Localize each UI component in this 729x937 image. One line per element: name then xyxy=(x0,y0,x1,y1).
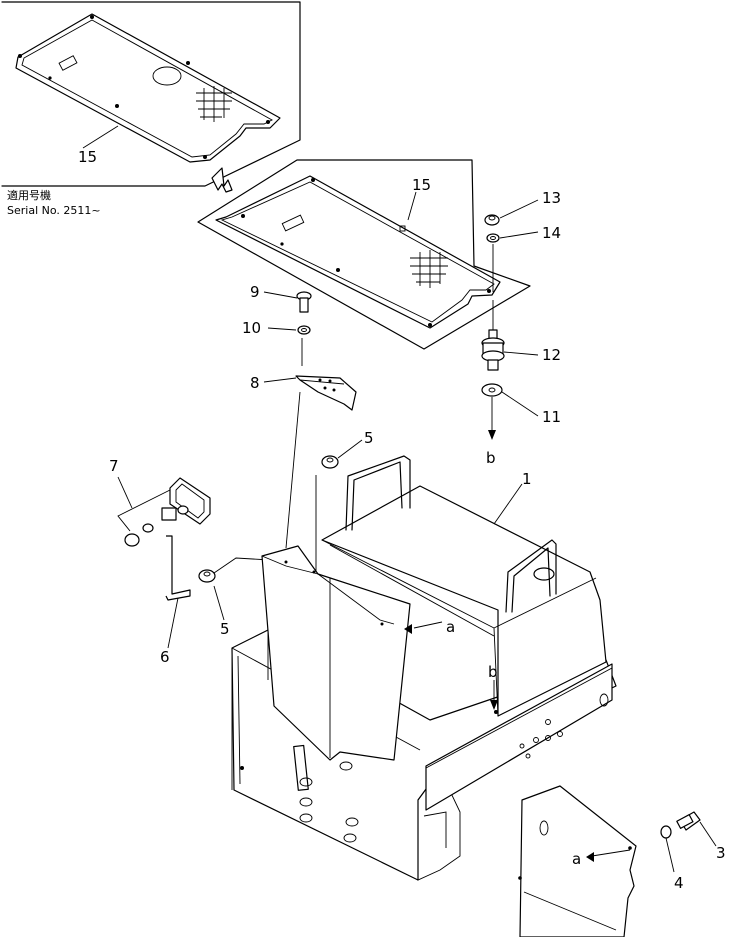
part-15-label: 15 xyxy=(412,176,431,194)
inset-cover-plate-15 xyxy=(15,13,281,163)
part-3-label: 3 xyxy=(716,844,726,862)
bolt-9 xyxy=(296,291,312,313)
part-8-label: 8 xyxy=(250,374,260,392)
part-9-label: 9 xyxy=(250,283,260,301)
bolt-3 xyxy=(676,811,701,831)
part-5-upper-label: 5 xyxy=(364,429,374,447)
serial-note-line2: Serial No. 2511~ xyxy=(7,204,101,217)
part-5-lower-label: 5 xyxy=(220,620,230,638)
cover-plate-15 xyxy=(215,175,501,329)
nut-13 xyxy=(484,214,500,226)
ref-b-top: b xyxy=(486,449,496,467)
washer-4 xyxy=(660,825,672,839)
mount-12 xyxy=(481,329,505,371)
bracket-8 xyxy=(295,375,357,411)
washer-11 xyxy=(481,383,503,397)
ref-a-bottom: a xyxy=(572,850,581,868)
part-12-label: 12 xyxy=(542,346,561,364)
part-6-label: 6 xyxy=(160,648,170,666)
nut-5-lower xyxy=(198,569,216,583)
catch-7 xyxy=(124,477,211,547)
side-plate xyxy=(518,785,637,937)
washer-10 xyxy=(297,325,311,335)
part-10-label: 10 xyxy=(242,319,261,337)
guard-panel xyxy=(261,545,411,761)
ref-a-top: a xyxy=(446,618,455,636)
inset-link-arrow xyxy=(211,167,233,193)
part-15-inset-label: 15 xyxy=(78,148,97,166)
ref-b-frame: b xyxy=(488,663,498,681)
part-13-label: 13 xyxy=(542,189,561,207)
part-7-label: 7 xyxy=(109,457,119,475)
serial-note-line1: 適用号機 xyxy=(7,188,51,202)
washer-14 xyxy=(486,233,500,243)
nut-5-upper xyxy=(321,455,339,469)
part-11-label: 11 xyxy=(542,408,561,426)
inset-panel: 15 xyxy=(1,1,301,187)
rod-6 xyxy=(165,535,191,601)
tank-1 xyxy=(321,455,607,717)
part-14-label: 14 xyxy=(542,224,561,242)
part-1-label: 1 xyxy=(522,470,532,488)
part-4-label: 4 xyxy=(674,874,684,892)
